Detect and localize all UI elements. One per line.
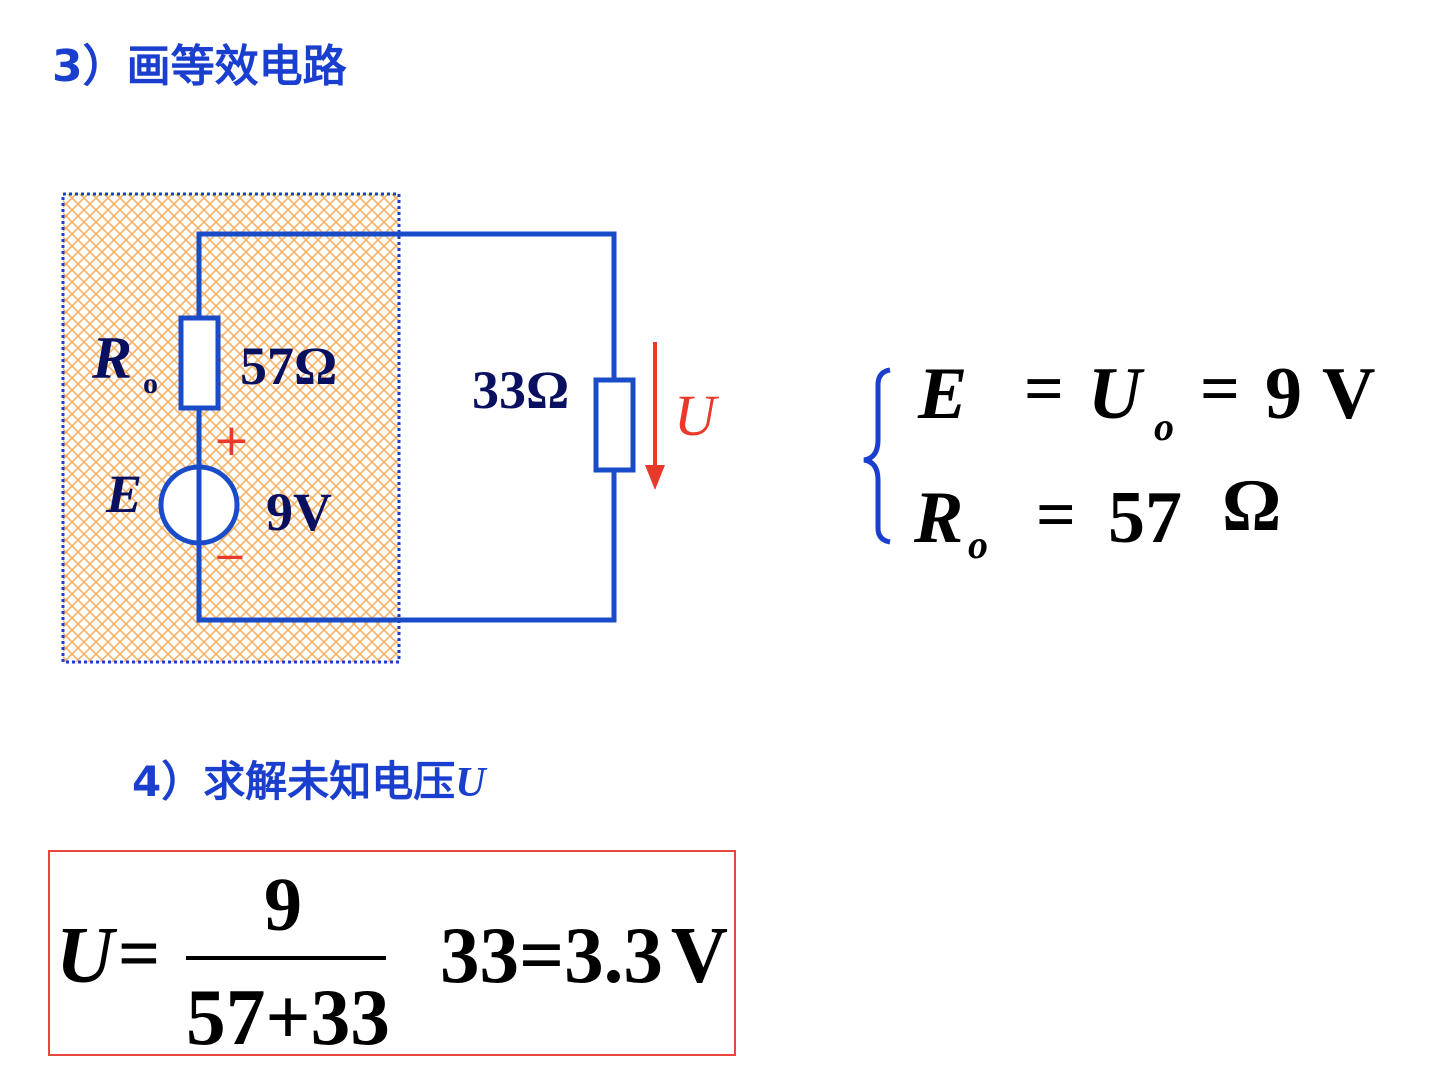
circuit-wires <box>196 231 617 623</box>
load-value: 33Ω <box>472 360 569 420</box>
svg-text:=: = <box>1024 351 1064 428</box>
svg-text:o: o <box>1154 404 1174 449</box>
step4-text: 4）求解未知电压 <box>132 757 456 806</box>
result-formula: U = 9 57+33 33=3.3V <box>56 863 728 1062</box>
ro-resistor <box>178 315 221 411</box>
svg-text:R: R <box>913 477 963 559</box>
svg-text:o: o <box>968 522 988 567</box>
step3-heading: 3）画等效电路 <box>52 41 347 92</box>
svg-text:V: V <box>1322 353 1375 435</box>
load-resistor <box>593 377 636 473</box>
svg-text:57: 57 <box>1108 477 1182 559</box>
voltage-u-label: U <box>674 383 720 448</box>
plus-sign: + <box>213 415 250 466</box>
svg-text:=: = <box>1036 477 1076 554</box>
e-label: E <box>105 464 142 524</box>
svg-text:E: E <box>917 353 967 435</box>
svg-text:U: U <box>56 912 118 1000</box>
svg-text:U: U <box>1088 353 1145 435</box>
svg-text:57+33: 57+33 <box>186 974 390 1062</box>
svg-text:9: 9 <box>1265 353 1302 435</box>
step4-variable: U <box>455 760 486 806</box>
svg-text:Ω: Ω <box>1222 465 1281 547</box>
equation-line-2: R o = 57 Ω <box>913 465 1281 567</box>
svg-text:=: = <box>118 913 160 995</box>
step4-heading: 4）求解未知电压U <box>132 748 486 809</box>
svg-text:33=3.3V: 33=3.3V <box>440 912 728 1000</box>
ro-value: 57Ω <box>240 336 337 396</box>
source-equivalent-box <box>61 192 401 664</box>
arrow-down-icon <box>645 465 665 490</box>
equation-line-1: E = U o = 9 V <box>917 351 1375 449</box>
svg-text:=: = <box>1200 351 1240 428</box>
ro-subscript: o <box>143 367 158 400</box>
e-value: 9V <box>266 482 332 542</box>
left-brace-icon <box>863 367 891 545</box>
result-box <box>48 850 736 1056</box>
svg-text:9: 9 <box>264 863 302 947</box>
ro-label: R <box>91 325 132 391</box>
minus-sign: − <box>213 534 247 580</box>
